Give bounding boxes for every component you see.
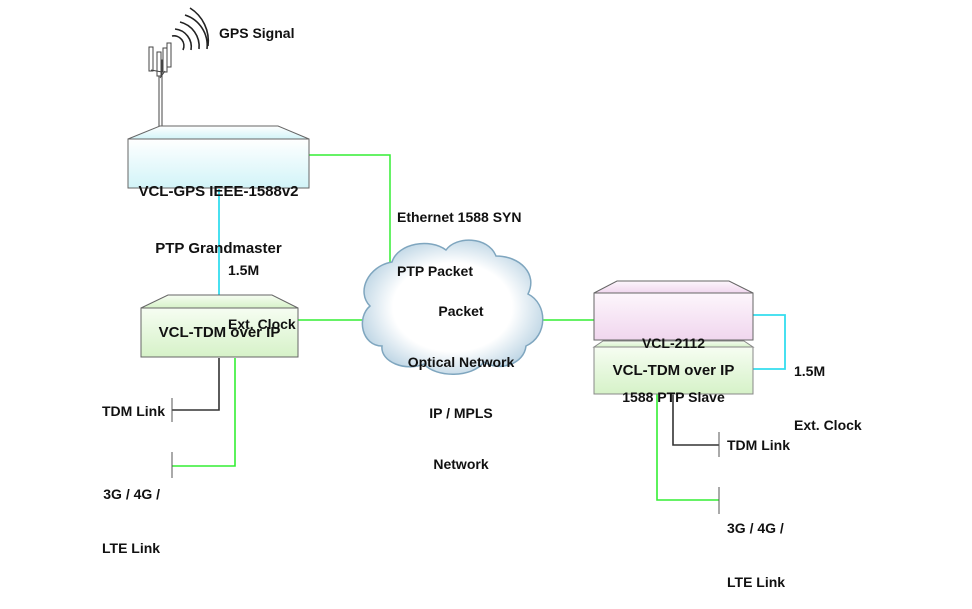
gps-antenna-icon — [148, 42, 172, 129]
left-clock-label-line2: Ext. Clock — [228, 316, 296, 332]
slave-label: VCL-2112 1588 PTP Slave — [594, 298, 753, 424]
cloud-label-line1: Packet — [438, 303, 484, 319]
signal-waves-icon — [171, 7, 210, 51]
right-clock-label-line1: 1.5M — [794, 363, 826, 379]
slave-label-line1: VCL-2112 — [641, 335, 706, 351]
right-tdm-device[interactable] — [592, 340, 755, 395]
right-lte-link-label: 3G / 4G / LTE Link — [727, 483, 785, 609]
cloud-label-line3: IP / MPLS — [429, 405, 493, 421]
grandmaster-label-line2: PTP Grandmaster — [155, 240, 282, 257]
ethernet-label: Ethernet 1588 SYN PTP Packet — [397, 172, 522, 298]
ethernet-label-line1: Ethernet 1588 SYN — [397, 209, 522, 225]
grandmaster-label-line1: VCL-GPS IEEE-1588v2 — [138, 183, 299, 200]
left-tdm-device[interactable] — [140, 294, 299, 358]
left-clock-label-line1: 1.5M — [228, 262, 260, 278]
right-clock-label-line2: Ext. Clock — [794, 417, 862, 433]
left-lte-link-label-line2: LTE Link — [102, 540, 161, 556]
left-tdm-label: VCL-TDM over IP — [158, 324, 281, 341]
lte-link-left-line — [172, 358, 236, 467]
grandmaster-device[interactable] — [127, 125, 310, 189]
ethernet-label-line2: PTP Packet — [397, 263, 474, 279]
right-lte-link-label-line1: 3G / 4G / — [727, 520, 784, 536]
right-lte-link-label-line2: LTE Link — [727, 574, 786, 590]
cloud-label: Packet Optical Network IP / MPLS Network — [376, 269, 546, 490]
tdm-link-left-line — [172, 358, 220, 411]
right-tdm-link-label: TDM Link — [727, 437, 790, 453]
right-tdm-label: VCL-TDM over IP — [612, 362, 735, 379]
tdm-link-right-line — [672, 394, 719, 446]
left-tdm-link-label: TDM Link — [102, 403, 165, 419]
right-clock-label: 1.5M Ext. Clock — [794, 326, 862, 452]
cloud-label-line2: Optical Network — [407, 354, 515, 370]
network-diagram — [127, 7, 786, 514]
left-lte-link-label-line1: 3G / 4G / — [103, 486, 161, 502]
left-lte-link-label: 3G / 4G / LTE Link — [102, 449, 160, 575]
grandmaster-label: VCL-GPS IEEE-1588v2 PTP Grandmaster — [128, 144, 309, 277]
slave-label-line2: 1588 PTP Slave — [622, 389, 725, 405]
left-clock-label: 1.5M Ext. Clock — [228, 225, 296, 351]
network-cloud-icon[interactable] — [361, 239, 544, 375]
slave-device[interactable] — [593, 280, 754, 341]
cloud-label-line4: Network — [433, 456, 489, 472]
clock-link-right — [753, 314, 786, 370]
lte-link-right-line — [656, 394, 719, 501]
gps-signal-label: GPS Signal — [219, 25, 295, 41]
ethernet-link-grandmaster — [309, 154, 391, 262]
